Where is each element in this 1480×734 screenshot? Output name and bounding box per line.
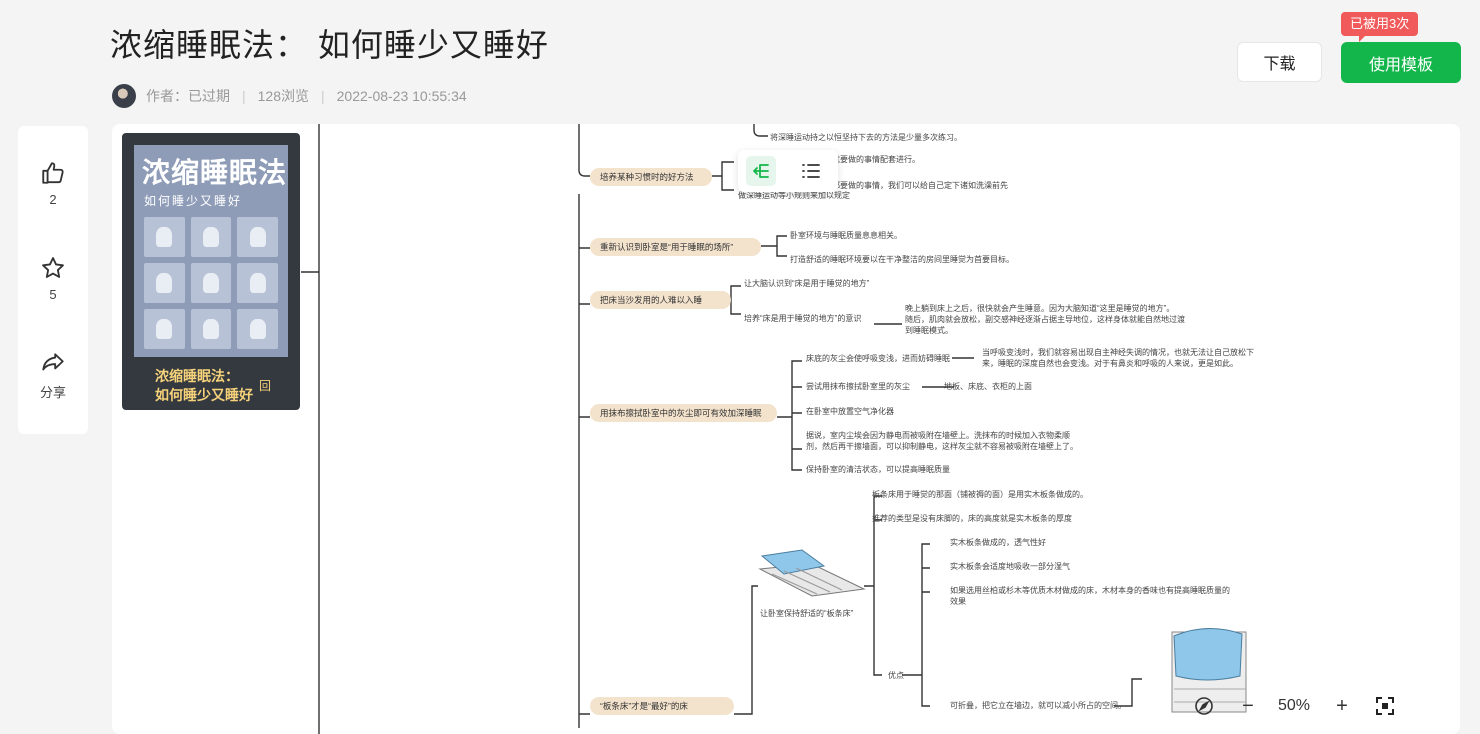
share-label: 分享: [39, 385, 66, 400]
share-button[interactable]: 分享: [18, 350, 88, 401]
fit-screen-button[interactable]: [1372, 686, 1398, 726]
cover-subtitle: 如何睡少又睡好: [144, 194, 243, 208]
map-text[interactable]: 让卧室保持舒适的“板条床”: [760, 608, 854, 618]
map-text[interactable]: 剂，然后再干擦墙面，可以抑制静电，这样灰尘就不容易被吸附在墙壁上了。: [806, 441, 1078, 451]
page-title: 浓缩睡眠法： 如何睡少又睡好: [110, 27, 549, 63]
author-name[interactable]: 作者：已过期: [146, 88, 230, 104]
favorite-button[interactable]: 5: [18, 255, 88, 302]
mindmap-diagram[interactable]: 将深睡运动持之以恒坚持下去的方法是少量多次练习。 来就要做的事情配套进行。 家都…: [112, 124, 1460, 734]
view-count: 128浏览: [257, 88, 309, 104]
cover-illustration-grid: [144, 217, 278, 349]
map-node[interactable]: [590, 697, 734, 715]
template-cover-card[interactable]: 浓缩睡眠法 如何睡少又睡好 浓缩睡眠法： 如何睡少又睡好 回: [122, 133, 300, 410]
map-text[interactable]: 尝试用抹布擦拭卧室里的灰尘: [806, 381, 910, 391]
map-node[interactable]: [590, 291, 731, 309]
map-node[interactable]: [590, 404, 777, 422]
map-text[interactable]: 来，睡眠的深度自然也会变浅。对于有鼻炎和呼吸的人来说，更是如此。: [982, 358, 1238, 368]
map-text[interactable]: 据说，室内尘埃会因为静电而被吸附在墙壁上。洗抹布的时候加入衣物柔顺: [806, 430, 1070, 440]
cover-caption-line: 如何睡少又睡好: [155, 387, 253, 403]
zoom-out-button[interactable]: −: [1242, 694, 1254, 717]
locate-button[interactable]: [1192, 686, 1216, 726]
like-count: 2: [49, 192, 57, 207]
like-button[interactable]: 2: [18, 160, 88, 207]
favorite-count: 5: [49, 287, 57, 302]
meta-separator: |: [321, 88, 325, 104]
map-text[interactable]: 让大脑认识到“床是用于睡觉的地方”: [744, 278, 870, 288]
publish-date: 2022-08-23 10:55:34: [336, 88, 467, 104]
outline-view-button[interactable]: [796, 156, 826, 186]
map-node-label[interactable]: 重新认识到卧室是“用于睡眠的场所”: [600, 242, 733, 252]
zoom-in-button[interactable]: +: [1336, 694, 1348, 717]
side-action-panel: 2 5 分享: [18, 126, 88, 434]
map-text[interactable]: 晚上躺到床上之后，很快就会产生睡意。因为大脑知道“这里是睡觉的地方”。: [905, 303, 1174, 313]
meta-bar: 作者：已过期 | 128浏览 | 2022-08-23 10:55:34: [112, 84, 467, 108]
map-text[interactable]: 实木板条会适度地吸收一部分湿气: [950, 561, 1070, 571]
map-text[interactable]: 在卧室中放置空气净化器: [806, 406, 894, 416]
map-text[interactable]: 将深睡运动持之以恒坚持下去的方法是少量多次练习。: [770, 132, 962, 142]
zoom-level: 50%: [1277, 697, 1311, 714]
mindmap-view-button[interactable]: [746, 156, 776, 186]
map-text[interactable]: 推荐的类型是没有床脚的，床的高度就是实木板条的厚度: [872, 513, 1072, 523]
map-text[interactable]: 板条床用于睡觉的那面（铺被褥的面）是用实木板条做成的。: [872, 489, 1088, 499]
fit-screen-icon: [1376, 697, 1394, 715]
map-node-label[interactable]: 培养某种习惯时的好方法: [600, 172, 694, 182]
map-text[interactable]: 床底的灰尘会使呼吸变浅，进而妨碍睡眠: [806, 353, 950, 363]
mindmap-canvas[interactable]: 将深睡运动持之以恒坚持下去的方法是少量多次练习。 来就要做的事情配套进行。 家都…: [112, 124, 1460, 734]
share-icon: [42, 353, 64, 371]
cover-doc-icon: 回: [259, 379, 272, 393]
map-node-label[interactable]: “板条床”才是“最好”的床: [600, 701, 688, 711]
map-text[interactable]: 卧室环境与睡眠质量息息相关。: [790, 230, 902, 240]
download-button[interactable]: 下载: [1237, 42, 1322, 82]
map-node-label[interactable]: 用抹布擦拭卧室中的灰尘即可有效加深睡眠: [600, 408, 762, 418]
map-text[interactable]: 培养“床是用于睡觉的地方”的意识: [744, 313, 861, 323]
thumbs-up-icon: [42, 162, 64, 184]
cover-caption-line: 浓缩睡眠法：: [155, 368, 239, 384]
map-text[interactable]: 当呼吸变浅时，我们就容易出现自主神经失调的情况，也就无法让自己放松下: [982, 347, 1254, 357]
slatted-bed-image[interactable]: [758, 549, 866, 597]
map-text[interactable]: 家都要做的事情，我们可以给自己定下诸如洗澡前先: [824, 180, 1008, 190]
star-icon: [42, 257, 64, 278]
map-text[interactable]: 效果: [950, 596, 966, 606]
map-node[interactable]: [590, 168, 712, 186]
zoom-controls: − 50% +: [1162, 686, 1402, 726]
map-text[interactable]: 实木板条做成的，透气性好: [950, 537, 1046, 547]
map-text[interactable]: 做深睡运动等小规则来加以规定: [738, 190, 850, 200]
map-text[interactable]: 可折叠，把它立在墙边，就可以减小所占的空间。: [950, 700, 1126, 710]
folded-bed-image[interactable]: [1171, 627, 1247, 713]
author-avatar[interactable]: [112, 84, 136, 108]
map-text[interactable]: 打造舒适的睡眠环境要以在干净整洁的房间里睡觉为首要目标。: [790, 254, 1014, 264]
cover-image: 浓缩睡眠法 如何睡少又睡好: [134, 145, 288, 357]
map-text[interactable]: 保持卧室的清洁状态，可以提高睡眠质量: [806, 464, 950, 474]
mindmap-view-icon: [753, 164, 769, 178]
cover-title: 浓缩睡眠法: [142, 157, 288, 188]
meta-separator: |: [242, 88, 246, 104]
view-mode-toolbar: [738, 150, 838, 192]
compass-icon: [1195, 697, 1213, 715]
map-text[interactable]: 来就要做的事情配套进行。: [824, 154, 920, 164]
map-text[interactable]: 优点: [888, 670, 904, 680]
cover-caption: 浓缩睡眠法： 如何睡少又睡好: [155, 367, 253, 405]
map-text[interactable]: 随后，肌肉就会放松，副交感神经逐渐占据主导地位，这样身体就能自然地过渡: [905, 314, 1185, 324]
map-text[interactable]: 如果选用丝柏或杉木等优质木材做成的床，木材本身的香味也有提高睡眠质量的: [950, 585, 1230, 595]
usage-count-badge: 已被用3次: [1341, 12, 1419, 42]
map-node-label[interactable]: 把床当沙发用的人难以入睡: [600, 295, 703, 305]
list-icon: [802, 164, 820, 178]
map-text[interactable]: 地板、床底、衣柜的上面: [944, 381, 1032, 391]
map-text[interactable]: 到睡眠模式。: [905, 325, 953, 335]
use-template-button[interactable]: 使用模板: [1341, 42, 1461, 83]
map-node[interactable]: [590, 238, 761, 256]
